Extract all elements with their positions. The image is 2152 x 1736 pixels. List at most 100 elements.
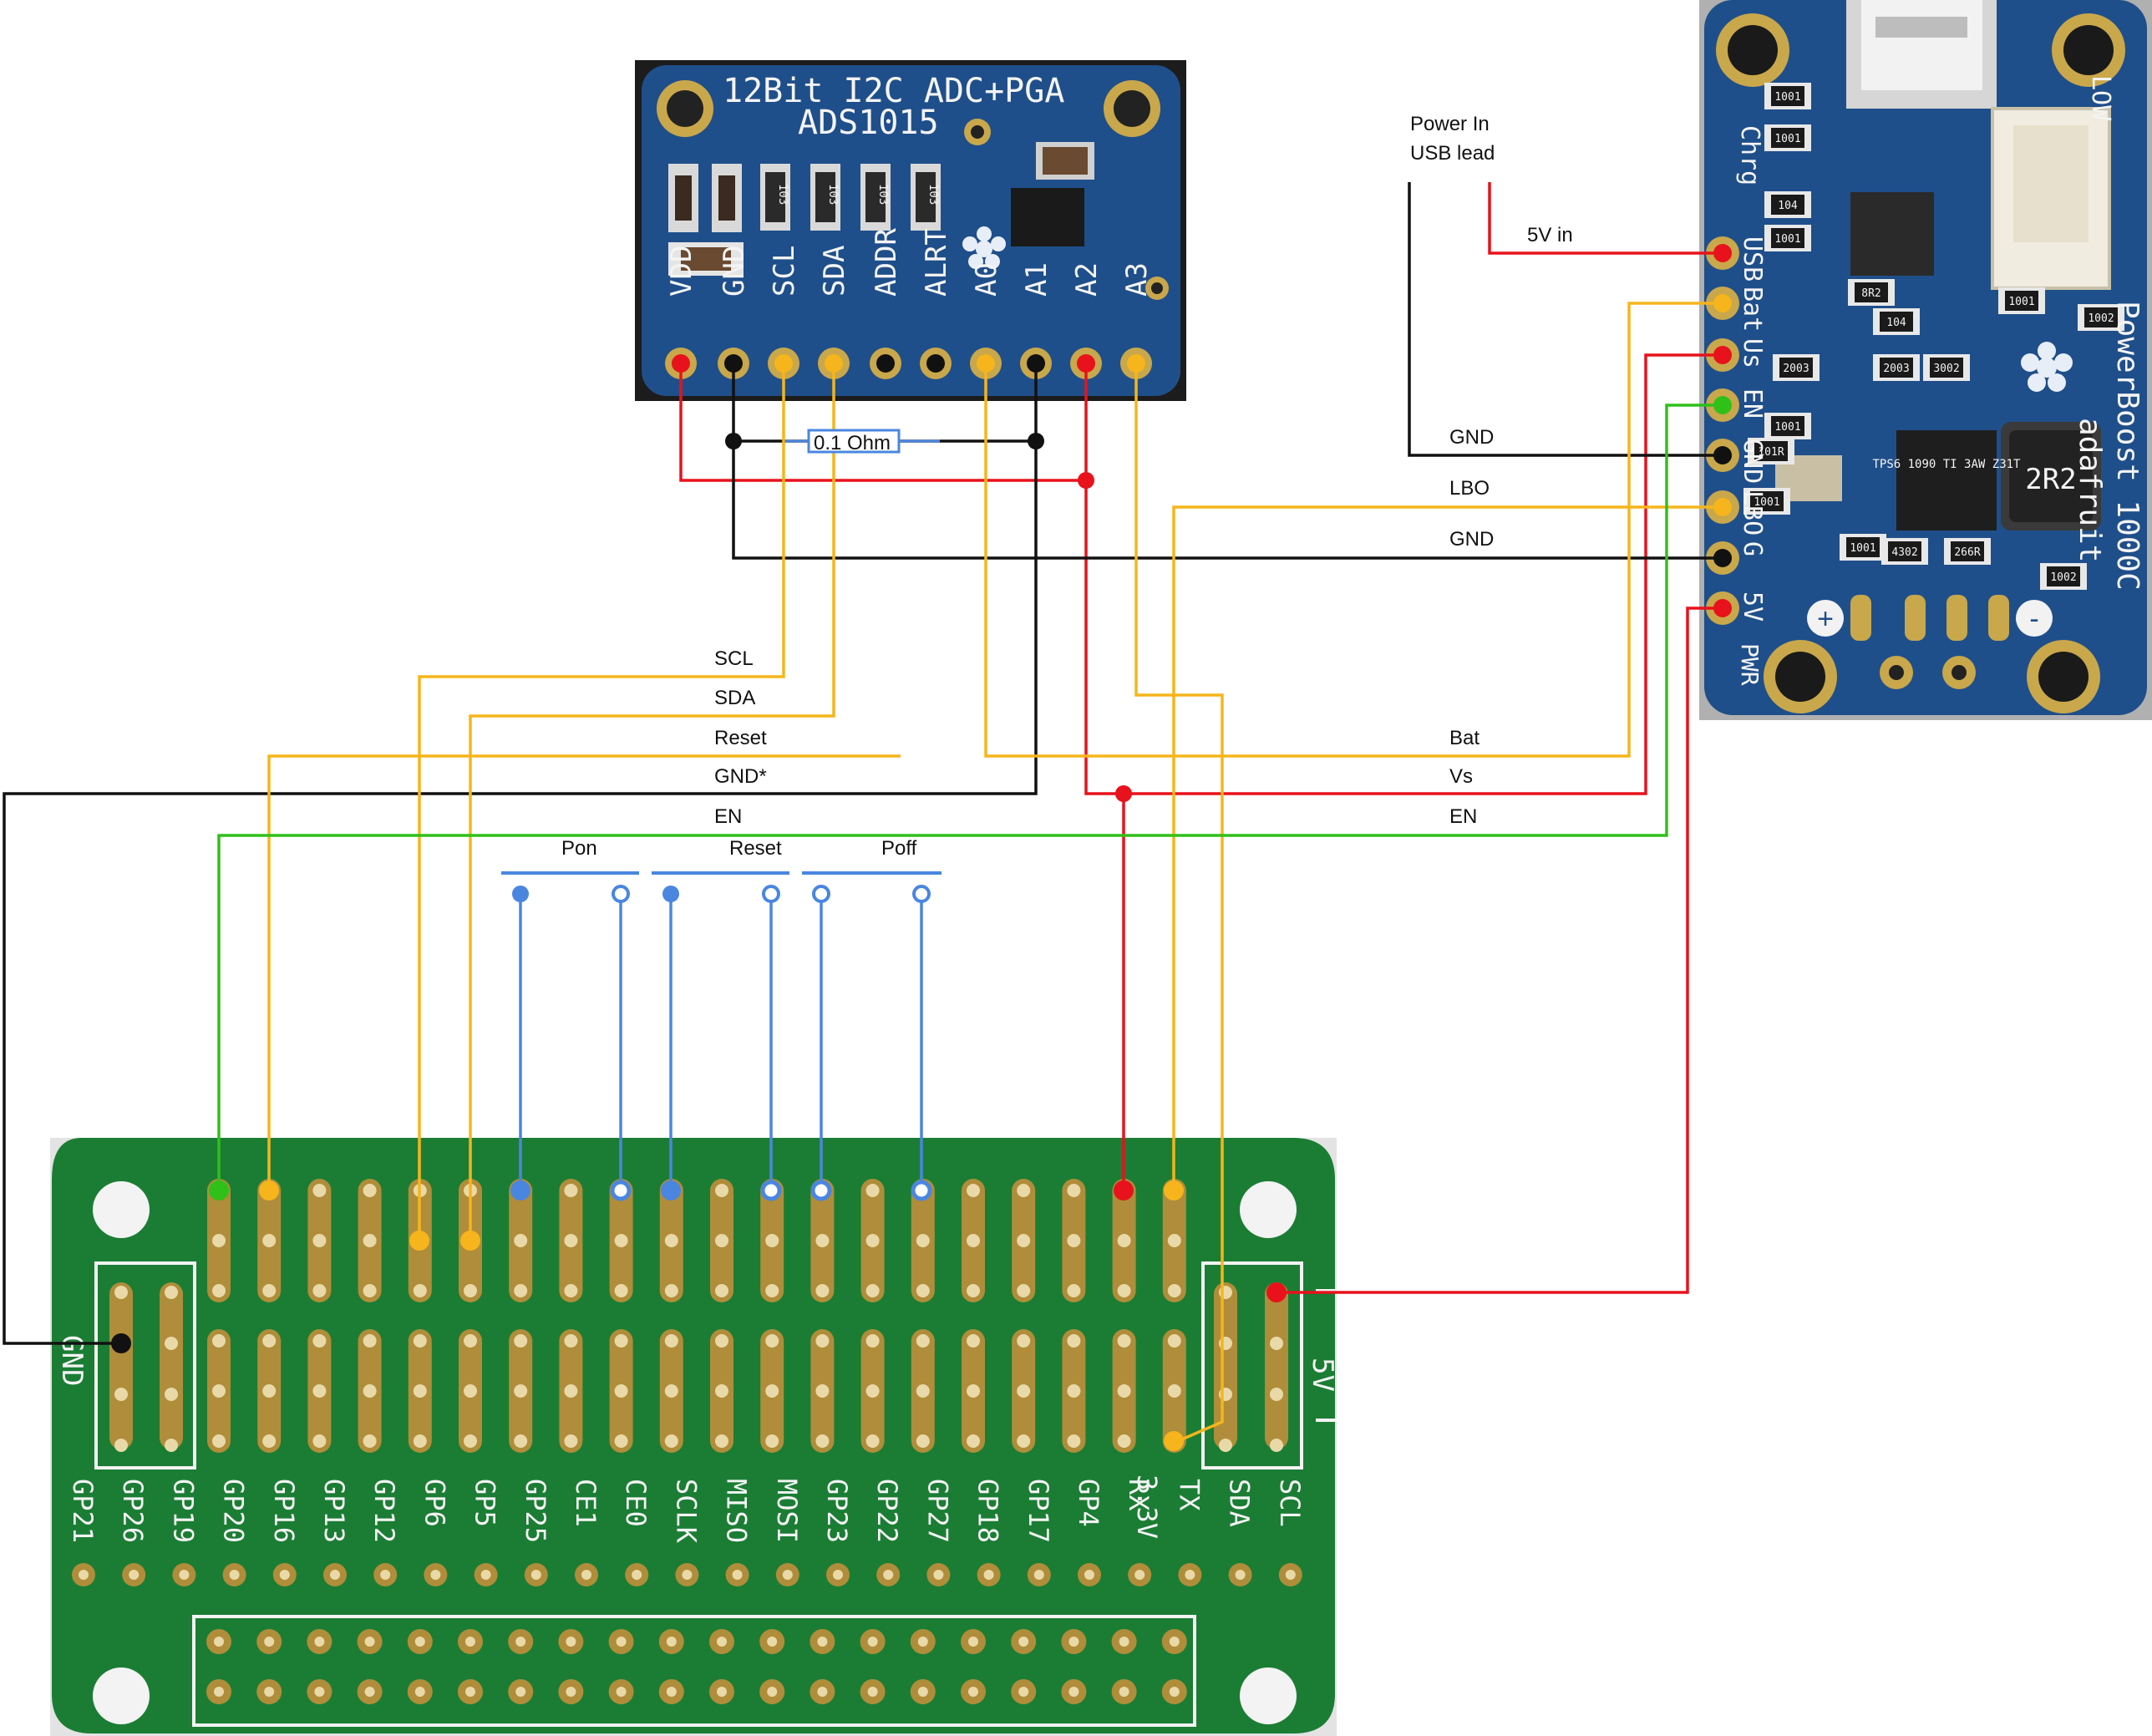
wire-a0-bat — [984, 302, 1723, 758]
pi-pin-label: GP16 — [268, 1479, 300, 1543]
adc-pin-label: A2 — [1070, 262, 1104, 297]
adc-pin-label: GND — [718, 246, 751, 297]
adc-pin-label: VDD — [665, 246, 698, 297]
adc-pin-label: ADDR — [870, 228, 903, 297]
powerboost-part-label: 1001 — [1774, 91, 1800, 104]
powerboost-pin-label: USB — [1738, 236, 1767, 282]
pi-pin-label: GP19 — [167, 1479, 199, 1543]
pi-pin-label: RX — [1123, 1479, 1155, 1511]
wire-gnd-adc — [732, 363, 1723, 560]
pi-pin-label: GP25 — [520, 1479, 551, 1543]
powerboost-part-label: 101R — [1758, 446, 1784, 459]
wire-a2-vs — [1084, 353, 1723, 795]
powerboost-name: PowerBoost 1000C — [2110, 301, 2144, 591]
pi-wire-endpoints — [111, 1180, 1287, 1451]
powerboost-part-label: 1002 — [2088, 312, 2114, 325]
pi-pin-label: GP22 — [871, 1479, 903, 1543]
powerboost-board: 2R2 TPS6 1090 TI 3AW Z31T 1001 1001 104 100… — [1699, 0, 2152, 720]
label-gnd-2: GND — [1449, 528, 1494, 551]
powerboost-pin-label: Bat — [1738, 287, 1767, 332]
pi-pin-label: GP6 — [419, 1479, 450, 1527]
adafruit-flower-icon — [2021, 342, 2073, 392]
adc-pin-label: ALRT — [920, 228, 953, 297]
pi-pin-label: GP26 — [117, 1479, 149, 1543]
wire-5v-pi — [1276, 607, 1723, 1294]
pi-pin-label: GP5 — [469, 1479, 501, 1527]
pi-pin-label: GP4 — [1073, 1479, 1104, 1527]
pi-pin-label: GP23 — [821, 1479, 853, 1543]
chrg-label: Chrg — [1735, 125, 1764, 185]
label-bat: Bat — [1449, 727, 1480, 749]
powerboost-pin-label: Us — [1738, 338, 1767, 368]
pi-3v3-label: 3.3V — [1131, 1475, 1163, 1539]
powerboost-part-label: 1001 — [1774, 421, 1800, 434]
label-scl: SCL — [714, 647, 754, 670]
adc-pin-label: A0 — [970, 262, 1003, 297]
adc-part: ADS1015 — [798, 104, 939, 142]
pi-pin-label: SCLK — [670, 1479, 702, 1544]
wire-lbo — [1172, 505, 1723, 1190]
adc-pin-label: A1 — [1020, 262, 1053, 297]
button-terminals — [512, 885, 931, 903]
pi-pin-label: GP17 — [1023, 1479, 1054, 1543]
powerboost-part-label: 3002 — [1933, 363, 1959, 375]
pi-pin-label: GP20 — [218, 1479, 250, 1543]
pi-pin-label: MISO — [721, 1479, 753, 1543]
wire-5v-in — [1488, 182, 1723, 255]
wire-sda — [469, 363, 835, 1241]
powerboost-part-label: 1001 — [2008, 296, 2034, 308]
inductor-label: 2R2 — [2025, 463, 2076, 496]
label-sda: SDA — [714, 687, 755, 709]
label-gnd-1: GND — [1449, 426, 1494, 449]
label-en: EN — [714, 805, 742, 828]
label-lbo: LBO — [1449, 477, 1490, 500]
wire-vdd — [679, 363, 1086, 482]
pi-5v-label: 5V — [1306, 1358, 1339, 1392]
label-vs: Vs — [1449, 765, 1473, 788]
powerboost-part-label: 2003 — [1783, 363, 1809, 375]
wire-gnd-usb — [1408, 182, 1723, 457]
pi-pin-label: CE0 — [620, 1479, 652, 1527]
switch-pads: + - — [1807, 595, 2053, 689]
svg-text:+: + — [1817, 603, 1834, 635]
resistor-0-1-ohm: 0.1 Ohm — [785, 429, 940, 454]
wire-labels: Power In USB lead 5V in GND LBO GND SCL … — [561, 113, 1573, 860]
powerboost-part-label: 1002 — [2050, 571, 2076, 584]
wires — [3, 182, 1723, 1443]
button-label-reset: Reset — [729, 837, 782, 860]
powerboost-brand: adafruit — [2073, 418, 2107, 562]
pi-pin-label: SDA — [1224, 1479, 1256, 1527]
pi-pin-label: GP27 — [921, 1479, 953, 1543]
adc-resistor-label: 103 — [876, 184, 890, 205]
pwr-label: PWR — [1736, 643, 1764, 686]
powerboost-part-label: 266R — [1954, 546, 1980, 559]
powerboost-part-label: 1001 — [1754, 496, 1779, 509]
adafruit-flower-icon — [962, 226, 1006, 269]
junction-dots — [725, 433, 1132, 802]
chip-label: TPS6 1090 TI 3AW Z31T — [1872, 458, 2021, 471]
powerboost-part-label: 104 — [1886, 317, 1906, 329]
powerboost-part-label: 104 — [1778, 200, 1798, 212]
pi-pin-label: TX — [1173, 1479, 1205, 1511]
adc-pin-label: SCL — [768, 246, 801, 297]
label-5v-in: 5V in — [1527, 224, 1573, 246]
wire-reset — [267, 754, 901, 1190]
resistor-label: 0.1 Ohm — [814, 432, 891, 454]
adc-resistor-label: 103 — [826, 184, 840, 205]
powerboost-pin-label: LBO — [1738, 490, 1767, 536]
powerboost-pin-label: G — [1738, 541, 1767, 556]
usb-lead-label: USB lead — [1410, 142, 1495, 165]
pi-pin-label: GP12 — [368, 1479, 400, 1543]
powerboost-pin-label: EN — [1738, 388, 1767, 419]
wire-en — [217, 404, 1723, 1190]
label-gnd-star: GND* — [714, 765, 767, 788]
pi-pin-label: GP13 — [318, 1479, 350, 1543]
powerboost-part-label: 2003 — [1883, 363, 1909, 375]
powerboost-part-label: 4302 — [1891, 546, 1917, 559]
powerboost-part-label: 1001 — [1774, 133, 1800, 145]
adc-pin-label: SDA — [818, 246, 851, 297]
wire-a1-gnd — [3, 363, 1038, 1345]
adc-resistor-label: 103 — [776, 184, 789, 205]
